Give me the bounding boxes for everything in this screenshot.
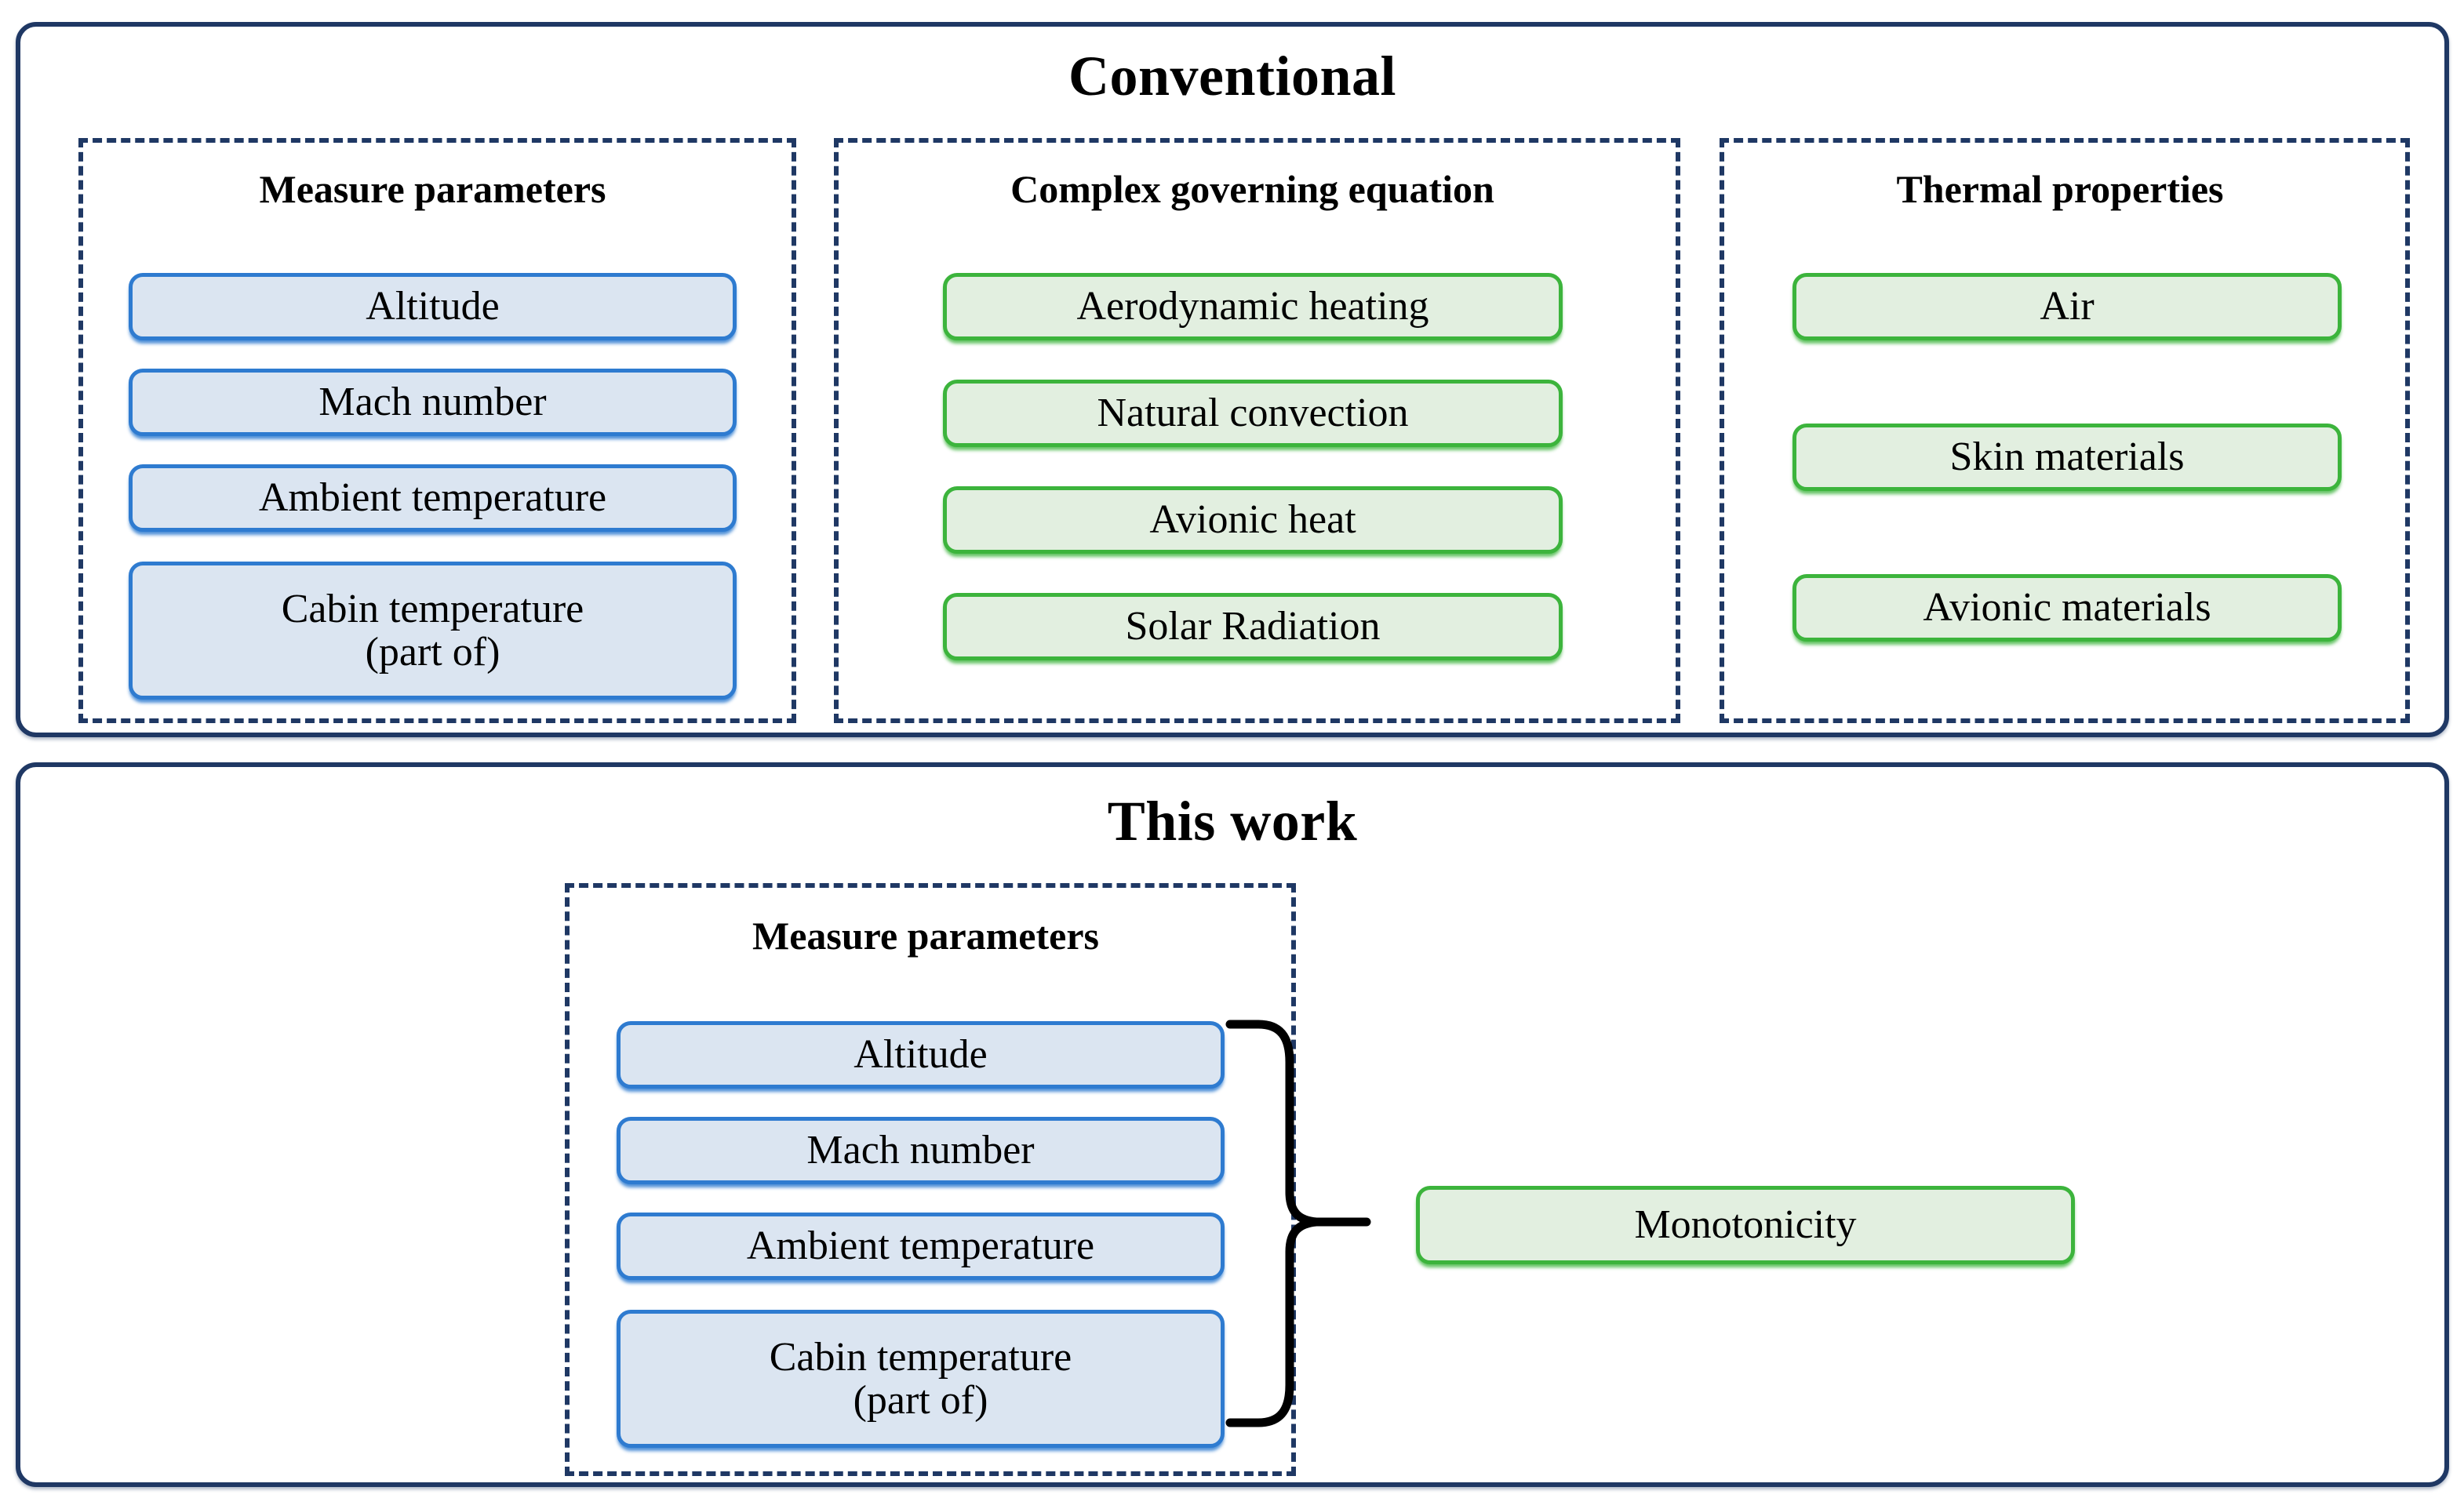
pill-cabin-temperature-line2: (part of) (365, 630, 500, 674)
pill-ambient-temperature-2[interactable]: Ambient temperature (617, 1213, 1225, 1280)
panel-title-conventional: Conventional (1068, 45, 1397, 107)
pill-altitude-2[interactable]: Altitude (617, 1021, 1225, 1089)
pill-altitude[interactable]: Altitude (129, 273, 737, 340)
pill-avionic-heat[interactable]: Avionic heat (943, 486, 1563, 554)
pill-aerodynamic-heating[interactable]: Aerodynamic heating (943, 273, 1563, 340)
curly-brace-connector (1224, 1004, 1459, 1443)
group-title-thermal-properties: Thermal properties (1896, 167, 2224, 211)
pill-cabin-temperature-2-line2: (part of) (853, 1378, 988, 1423)
pill-skin-materials[interactable]: Skin materials (1792, 424, 2342, 491)
group-complex-governing-equation (834, 138, 1680, 723)
pill-mach-number[interactable]: Mach number (129, 369, 737, 436)
pill-avionic-materials[interactable]: Avionic materials (1792, 574, 2342, 642)
group-thermal-properties (1720, 138, 2410, 723)
group-title-measure-parameters-2: Measure parameters (752, 914, 1099, 958)
pill-ambient-temperature[interactable]: Ambient temperature (129, 464, 737, 532)
curly-brace-icon (1225, 1020, 1371, 1427)
pill-cabin-temperature-2-line1: Cabin temperature (769, 1334, 1072, 1380)
pill-solar-radiation[interactable]: Solar Radiation (943, 593, 1563, 660)
pill-cabin-temperature-line1: Cabin temperature (281, 586, 584, 631)
group-measure-parameters (78, 138, 796, 723)
pill-air[interactable]: Air (1792, 273, 2342, 340)
pill-mach-number-2[interactable]: Mach number (617, 1117, 1225, 1184)
pill-monotonicity[interactable]: Monotonicity (1416, 1186, 2075, 1264)
pill-cabin-temperature[interactable]: Cabin temperature (part of) (129, 562, 737, 700)
panel-title-this-work: This work (1107, 790, 1358, 853)
pill-natural-convection[interactable]: Natural convection (943, 380, 1563, 447)
pill-cabin-temperature-2[interactable]: Cabin temperature (part of) (617, 1310, 1225, 1448)
group-title-complex-governing-equation: Complex governing equation (1010, 167, 1494, 211)
group-title-measure-parameters: Measure parameters (259, 167, 606, 211)
